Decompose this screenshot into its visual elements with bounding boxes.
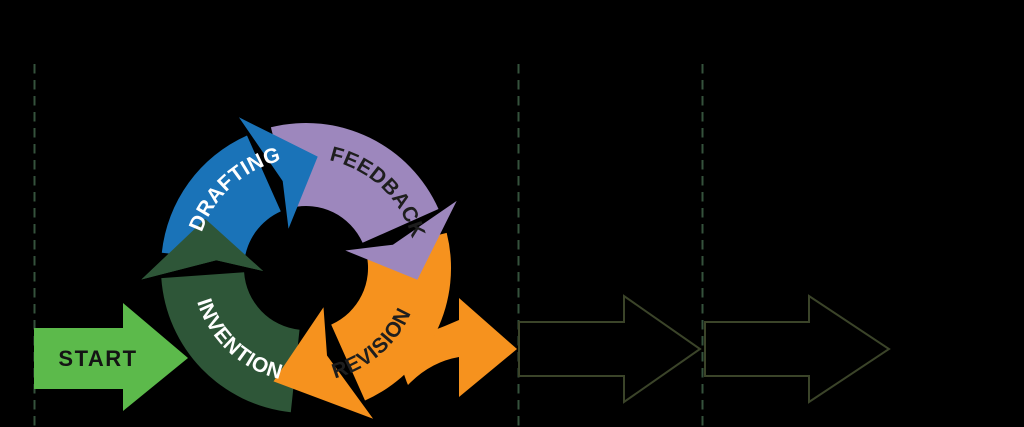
cycle-exit-arrow-head [459, 298, 517, 397]
feedback-arrow-band [270, 122, 439, 243]
drafting-arrow-head [238, 117, 318, 229]
revision-arrow-head [273, 307, 374, 419]
invention-arrow-head-overlap [141, 218, 264, 280]
feedback-arrow-head [345, 200, 457, 280]
cycle-exit-arrow [399, 298, 517, 397]
phase-dividers [33, 64, 704, 427]
process-step-arrow-1 [518, 294, 702, 404]
revision-arrow-band [331, 232, 452, 401]
start-arrow [34, 303, 188, 411]
process-step-arrow-2 [704, 294, 891, 404]
cycle-exit-arrow-band [399, 320, 459, 385]
start-label: START [58, 346, 137, 371]
drafting-arrow-band [161, 135, 281, 262]
invention-arrow-band [161, 272, 300, 413]
start-label-text: START [58, 346, 137, 371]
process-step-arrows [518, 294, 891, 404]
